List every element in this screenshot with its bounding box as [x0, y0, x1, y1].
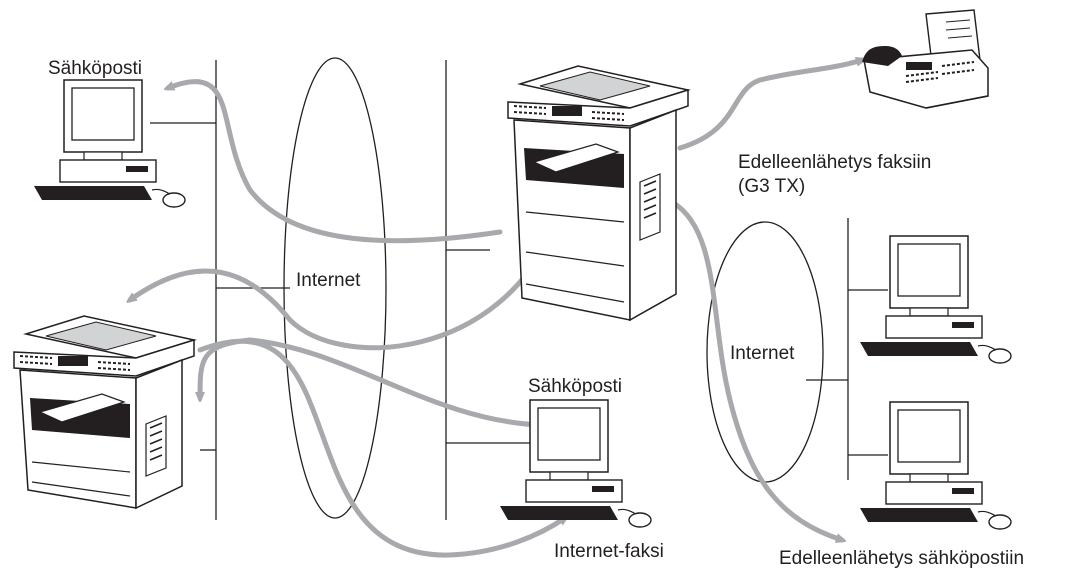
arrow-mfc-to-fax: [677, 60, 862, 151]
pc-top-left: [34, 79, 186, 208]
output-tray: [532, 143, 620, 173]
fax-handset: [862, 46, 902, 66]
keyboard-icon: [860, 508, 978, 522]
email-label-top-left: Sähköposti: [48, 58, 143, 79]
monitor-screen: [71, 87, 135, 141]
mfc-center: [507, 65, 691, 322]
internet-label-right: Internet: [730, 343, 795, 364]
mouse-icon: [628, 512, 652, 528]
mouse-cable: [151, 188, 171, 195]
flow-arrows: [130, 60, 862, 558]
internet-label-left: Internet: [296, 270, 361, 291]
forward-fax-sublabel: (G3 TX): [738, 176, 806, 197]
drive-slot: [126, 166, 148, 172]
cpu-box: [59, 159, 157, 183]
arrow-mfc-to-pc-topleft: [168, 79, 503, 244]
mouse-icon: [162, 192, 186, 208]
arrow-left-mfc-to-top: [200, 337, 543, 428]
keyboard-icon: [34, 186, 152, 200]
keyboard-icon: [500, 506, 618, 520]
mfc-left: [13, 315, 197, 510]
control-panel: [507, 88, 689, 127]
email-label-center: Sähköposti: [528, 376, 623, 397]
internet-cloud-left: [283, 57, 387, 519]
forward-fax-label: Edelleenlähetys faksiin: [738, 152, 932, 173]
fax-machine-icon: [862, 9, 989, 109]
pc-center: [500, 399, 652, 528]
mouse-icon: [988, 348, 1012, 364]
forward-email-label: Edelleenlähetys sähköpostiin: [779, 548, 1025, 569]
arrow-mfc-to-email-forward: [669, 199, 842, 540]
arrow-mfc-crossing-to-left: [130, 222, 558, 351]
pc-right-bottom: [860, 401, 1012, 530]
arrow-curve-to-internet-fax: [197, 339, 565, 558]
mouse-icon: [988, 514, 1012, 530]
monitor-stand: [83, 151, 123, 161]
keyboard-icon: [860, 342, 978, 356]
pc-right-top: [860, 235, 1012, 364]
internet-fax-label: Internet-faksi: [554, 541, 664, 562]
